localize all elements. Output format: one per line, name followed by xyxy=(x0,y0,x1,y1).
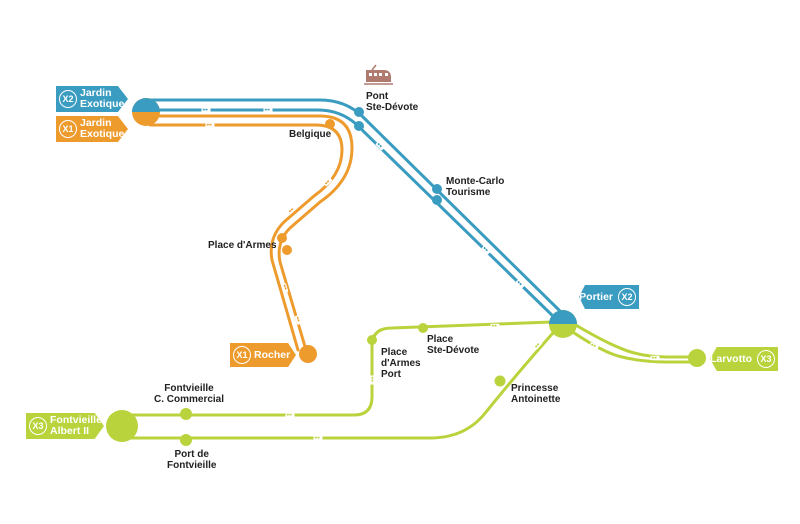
tag-x2-portier[interactable]: X2 Portier xyxy=(579,285,639,309)
line-code-x1: X1 xyxy=(233,346,251,364)
tag-x2-jardin-exotique[interactable]: X2 Jardin Exotique xyxy=(56,86,128,112)
terminus-name: Jardin Exotique xyxy=(80,117,125,140)
terminus-fontvieille[interactable] xyxy=(106,410,138,442)
station-place-darmes-port[interactable]: Place d'Armes Port xyxy=(381,347,421,380)
line-code-x1: X1 xyxy=(59,120,77,138)
line-x1 xyxy=(148,114,354,352)
station-belgique[interactable]: Belgique xyxy=(289,129,332,140)
station-fontvieille-commercial[interactable]: Fontvieille C. Commercial xyxy=(154,383,225,405)
station-place-darmes[interactable]: Place d'Armes xyxy=(208,240,277,251)
tag-x3-fontvieille[interactable]: X3 Fontvieille Albert II xyxy=(26,413,104,439)
tag-x1-rocher[interactable]: X1 Rocher xyxy=(230,343,296,367)
line-code-x2: X2 xyxy=(618,288,636,306)
train-icon xyxy=(364,64,393,85)
terminus-name: Rocher xyxy=(254,348,291,361)
line-x3 xyxy=(120,316,702,440)
station-place-ste-devote[interactable]: Place Ste-Dévote xyxy=(427,334,480,356)
terminus-name: Fontvieille Albert II xyxy=(50,414,102,437)
bus-icon xyxy=(201,107,660,441)
terminus-portier[interactable] xyxy=(549,310,577,338)
line-code-x3: X3 xyxy=(757,350,775,368)
terminus-larvotto[interactable] xyxy=(688,349,706,367)
tag-x3-larvotto[interactable]: X3 Larvotto xyxy=(710,347,778,371)
station-port-de-fontvieille[interactable]: Port de Fontvieille xyxy=(167,449,217,471)
terminus-name: Larvotto xyxy=(710,352,752,365)
station-pont-ste-devote[interactable]: Pont Ste-Dévote xyxy=(366,91,419,113)
terminus-jardin-exotique[interactable] xyxy=(132,98,160,126)
terminus-rocher[interactable] xyxy=(299,345,317,363)
terminus-name: Portier xyxy=(579,290,613,303)
terminus-name: Jardin Exotique xyxy=(80,87,125,110)
line-code-x3: X3 xyxy=(29,417,47,435)
line-code-x2: X2 xyxy=(59,90,77,108)
station-princesse-antoinette[interactable]: Princesse Antoinette xyxy=(511,383,561,405)
tag-x1-jardin-exotique[interactable]: X1 Jardin Exotique xyxy=(56,116,128,142)
line-x2 xyxy=(148,98,565,322)
station-monte-carlo-tourisme[interactable]: Monte-Carlo Tourisme xyxy=(446,176,505,198)
station-dots xyxy=(180,107,506,446)
